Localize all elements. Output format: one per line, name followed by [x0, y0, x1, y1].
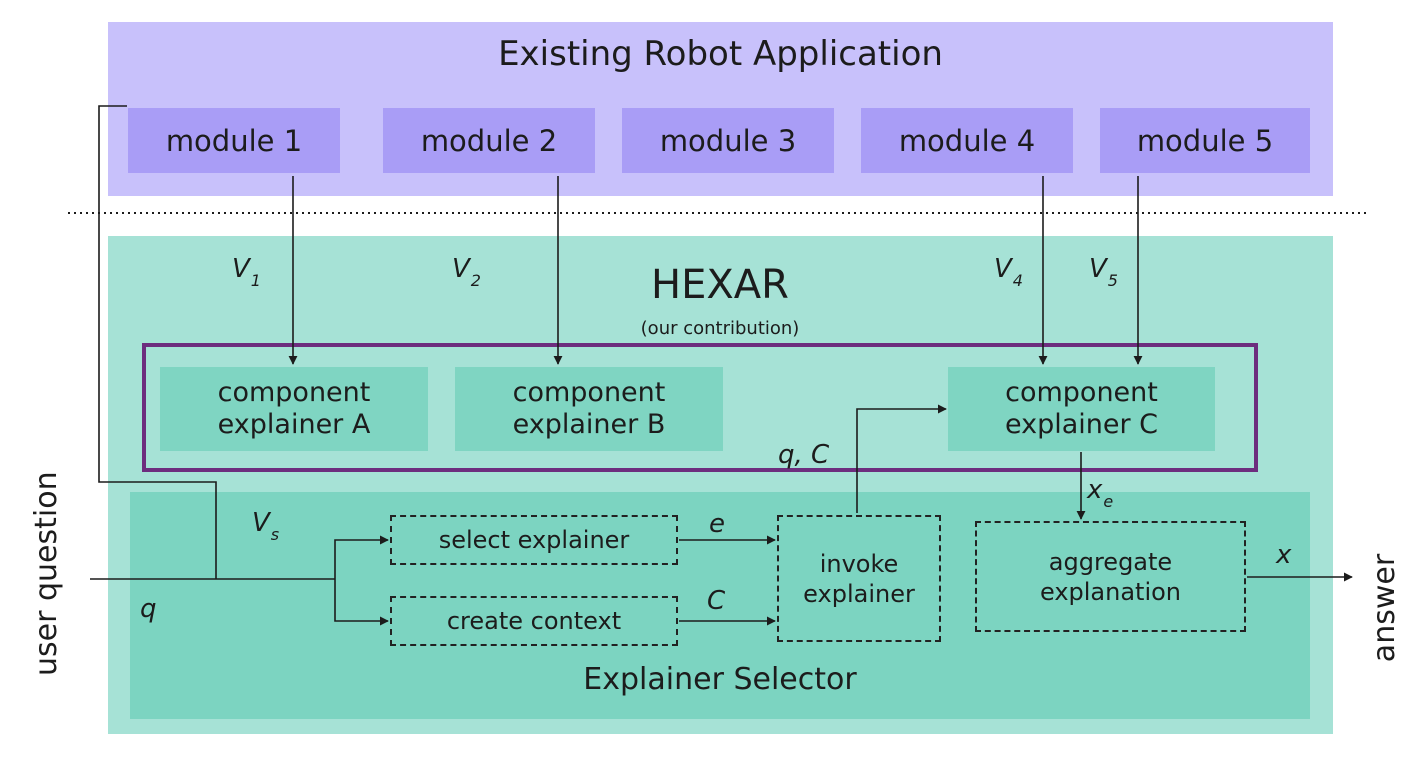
line-vs-feedback: [98, 105, 217, 579]
arrow-to-select-explainer: [334, 535, 389, 579]
component-explainer-c-line1: component: [1005, 376, 1158, 408]
component-explainer-b-line1: component: [512, 376, 666, 408]
component-explainer-c: component explainer C: [948, 367, 1215, 451]
answer-label: answer: [1367, 553, 1402, 663]
hexar-subtitle: (our contribution): [640, 318, 800, 339]
component-explainers-frame: [142, 343, 1258, 472]
label-v2: V2: [452, 254, 481, 290]
component-explainer-c-line2: explainer C: [1004, 409, 1159, 440]
select-explainer-step: select explainer: [390, 515, 678, 565]
explainer-selector-panel: [130, 492, 1310, 719]
hexar-title: HEXAR: [651, 262, 789, 308]
aggregate-explanation-line1: aggregate: [1048, 547, 1173, 576]
arrow-to-create-context: [334, 579, 389, 626]
label-v1: V1: [232, 254, 261, 290]
explainer-selector-title: Explainer Selector: [583, 662, 857, 697]
label-v5: V5: [1089, 254, 1118, 290]
label-c: C: [707, 586, 726, 616]
application-title: Existing Robot Application: [498, 34, 943, 74]
invoke-explainer-step: invoke explainer: [777, 515, 941, 642]
label-vs: Vs: [252, 508, 280, 544]
module-2: module 2: [383, 108, 595, 173]
component-explainer-a: component explainer A: [160, 367, 428, 451]
aggregate-explanation-step: aggregate explanation: [975, 521, 1246, 632]
label-e: e: [709, 509, 725, 539]
label-q: q: [140, 594, 157, 624]
component-explainer-b: component explainer B: [455, 367, 723, 451]
label-q-c: q, C: [778, 440, 830, 470]
user-question-label: user question: [29, 471, 64, 676]
module-1: module 1: [128, 108, 340, 173]
aggregate-explanation-line2: explanation: [1039, 577, 1182, 606]
component-explainer-b-line2: explainer B: [512, 409, 666, 440]
component-explainer-a-line2: explainer A: [217, 409, 371, 440]
label-v4: V4: [994, 254, 1023, 290]
arrow-qc-to-explainer-c: [856, 404, 947, 513]
module-3: module 3: [622, 108, 834, 173]
label-xe: xe: [1087, 475, 1114, 511]
invoke-explainer-line2: explainer: [803, 579, 915, 608]
create-context-step: create context: [390, 596, 678, 646]
module-5: module 5: [1100, 108, 1310, 173]
label-x: x: [1276, 540, 1292, 570]
component-explainer-a-line1: component: [217, 376, 371, 408]
module-4: module 4: [861, 108, 1073, 173]
invoke-explainer-line1: invoke: [819, 549, 899, 578]
